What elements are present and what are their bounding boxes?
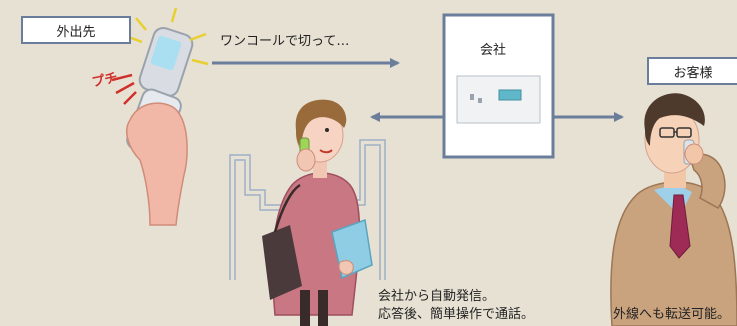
customer-icon	[610, 93, 737, 326]
puchi-mark	[111, 73, 137, 105]
outside-label: 外出先	[21, 16, 131, 44]
customer-label: お客様	[647, 57, 737, 85]
pbx-device-icon	[456, 75, 541, 124]
mobile-phone-hand-icon	[111, 7, 209, 226]
transfer-text: 外線へも転送可能。	[613, 307, 731, 322]
employee-icon	[262, 99, 373, 326]
auto-call-text-line2: 応答後、簡単操作で通話。	[378, 307, 535, 322]
one-ring-text: ワンコールで切って…	[220, 34, 350, 49]
company-label: 会社	[480, 43, 507, 58]
auto-call-text-line1: 会社から自動発信。	[378, 289, 496, 304]
